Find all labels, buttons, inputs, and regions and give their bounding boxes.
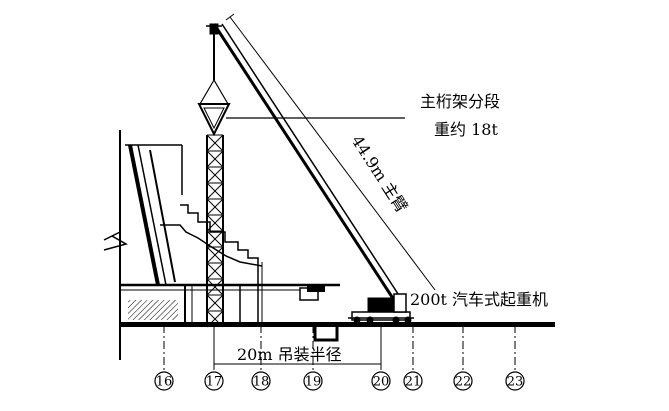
axis-bubble (403, 371, 423, 391)
axis-label: 18 (253, 375, 270, 390)
ground-slab (119, 285, 555, 360)
axis-bubble (251, 371, 271, 391)
tower-brace (206, 150, 224, 168)
axis-label: 17 (206, 375, 223, 390)
girder-weight-label: 重约 18t (434, 120, 498, 139)
axis-bubble (154, 371, 174, 391)
support-tower-icon (206, 134, 224, 328)
boom-length-label: 44.9m 主臂 (348, 132, 412, 216)
axis-bubble (505, 371, 525, 391)
axis-bubble (303, 371, 323, 391)
tower-brace (206, 134, 224, 152)
axis-label: 19 (305, 375, 322, 390)
girder-segment-label: 主桁架分段 (420, 92, 500, 111)
axis-bubble (371, 371, 391, 391)
tower-brace (206, 310, 224, 328)
axis-label: 22 (455, 375, 472, 390)
tower-brace (206, 166, 224, 184)
crane-boom (212, 13, 436, 301)
tower-brace (206, 278, 224, 296)
axis-label: 20 (373, 375, 390, 390)
axis-label: 21 (405, 375, 422, 390)
crane-label: 200t 汽车式起重机 (410, 290, 548, 309)
tower-brace (206, 262, 224, 280)
tower-brace (206, 214, 224, 232)
axis-bubble (453, 371, 473, 391)
axis-label: 23 (507, 375, 524, 390)
girder-segment (197, 103, 231, 137)
axis-bubble (204, 371, 224, 391)
tower-brace (206, 230, 224, 248)
tower-brace (206, 182, 224, 200)
axis-gridlines (163, 325, 516, 372)
crane-hook-icon (199, 23, 229, 105)
truck-crane-icon (348, 293, 414, 324)
lifting-radius-label: 20m 吊装半径 (237, 345, 342, 364)
tower-brace (206, 294, 224, 312)
stadium-stand (103, 130, 340, 322)
axis-label: 16 (156, 375, 173, 390)
tower-brace (206, 246, 224, 264)
axis-bubbles: 16 17 18 19 20 21 22 23 (154, 371, 525, 391)
tower-brace (206, 198, 224, 216)
